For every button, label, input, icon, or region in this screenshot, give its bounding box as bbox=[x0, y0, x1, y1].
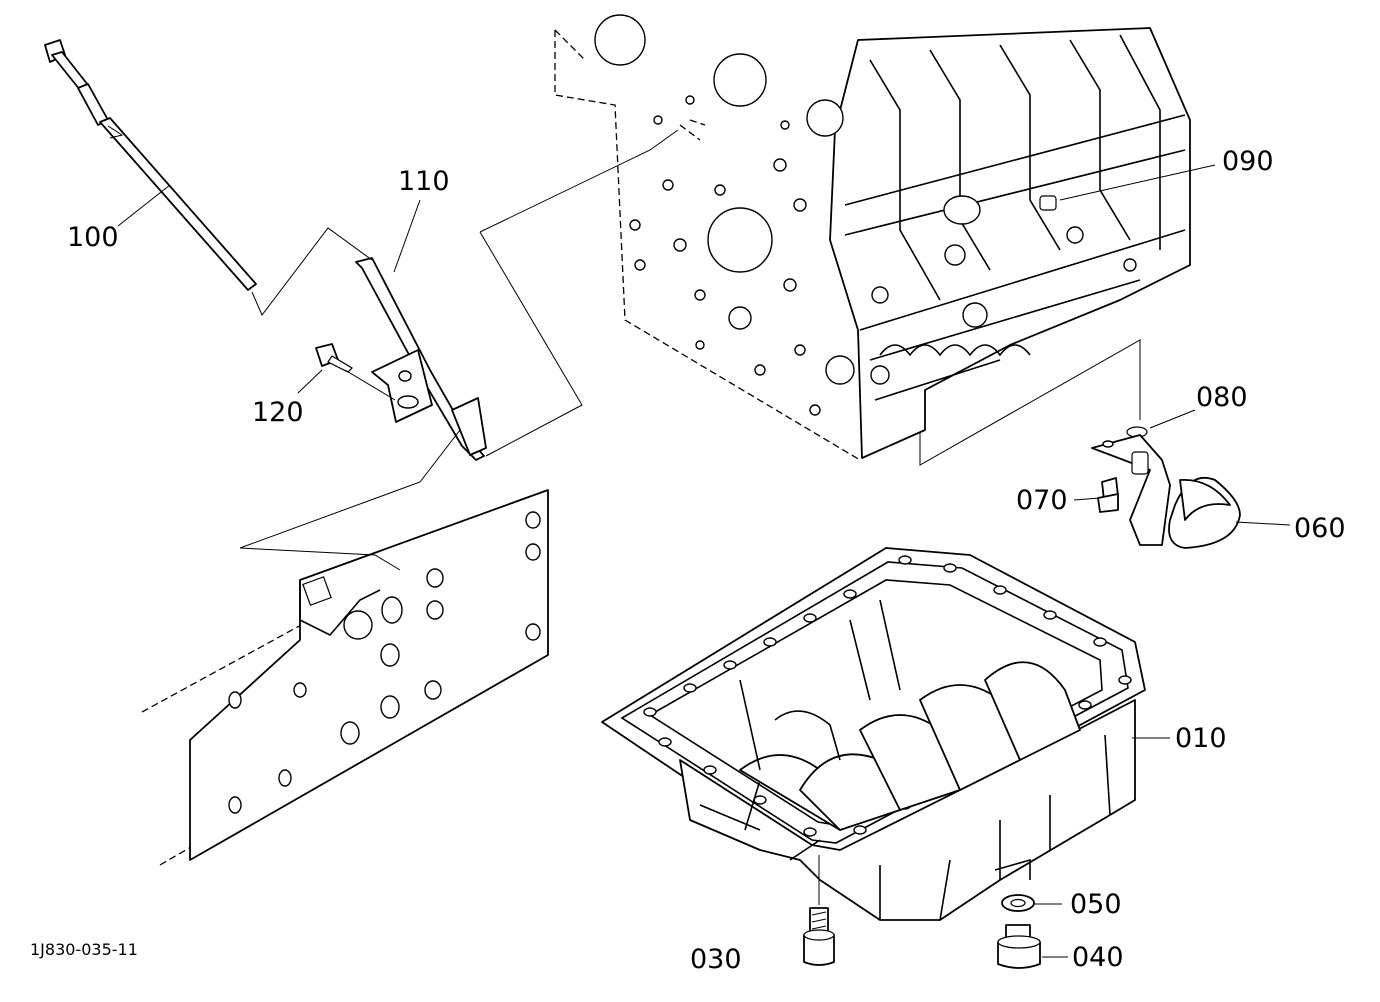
drain-hardware bbox=[803, 894, 1041, 969]
dipstick-guide bbox=[315, 257, 487, 461]
callout-120: 120 bbox=[252, 397, 304, 428]
callout-050: 050 bbox=[1070, 889, 1122, 920]
callout-040: 040 bbox=[1072, 942, 1124, 973]
drawing-code: 1J830-035-11 bbox=[30, 940, 138, 959]
assembly-leaders bbox=[239, 129, 1141, 549]
callout-110: 110 bbox=[398, 166, 450, 197]
dipstick bbox=[44, 39, 257, 291]
oil-strainer bbox=[1091, 426, 1241, 549]
callout-060: 060 bbox=[1294, 513, 1346, 544]
callout-leaders bbox=[117, 164, 1291, 958]
callout-090: 090 bbox=[1222, 146, 1274, 177]
engine-block bbox=[554, 14, 1191, 461]
callout-100: 100 bbox=[67, 222, 119, 253]
callout-030: 030 bbox=[690, 944, 742, 975]
gear-case-plate bbox=[141, 489, 549, 866]
callout-070: 070 bbox=[1016, 485, 1068, 516]
oil-pan bbox=[601, 547, 1146, 921]
callout-labels: 100 110 120 090 080 070 060 010 050 040 … bbox=[30, 146, 1346, 975]
callout-080: 080 bbox=[1196, 382, 1248, 413]
callout-010: 010 bbox=[1175, 723, 1227, 754]
